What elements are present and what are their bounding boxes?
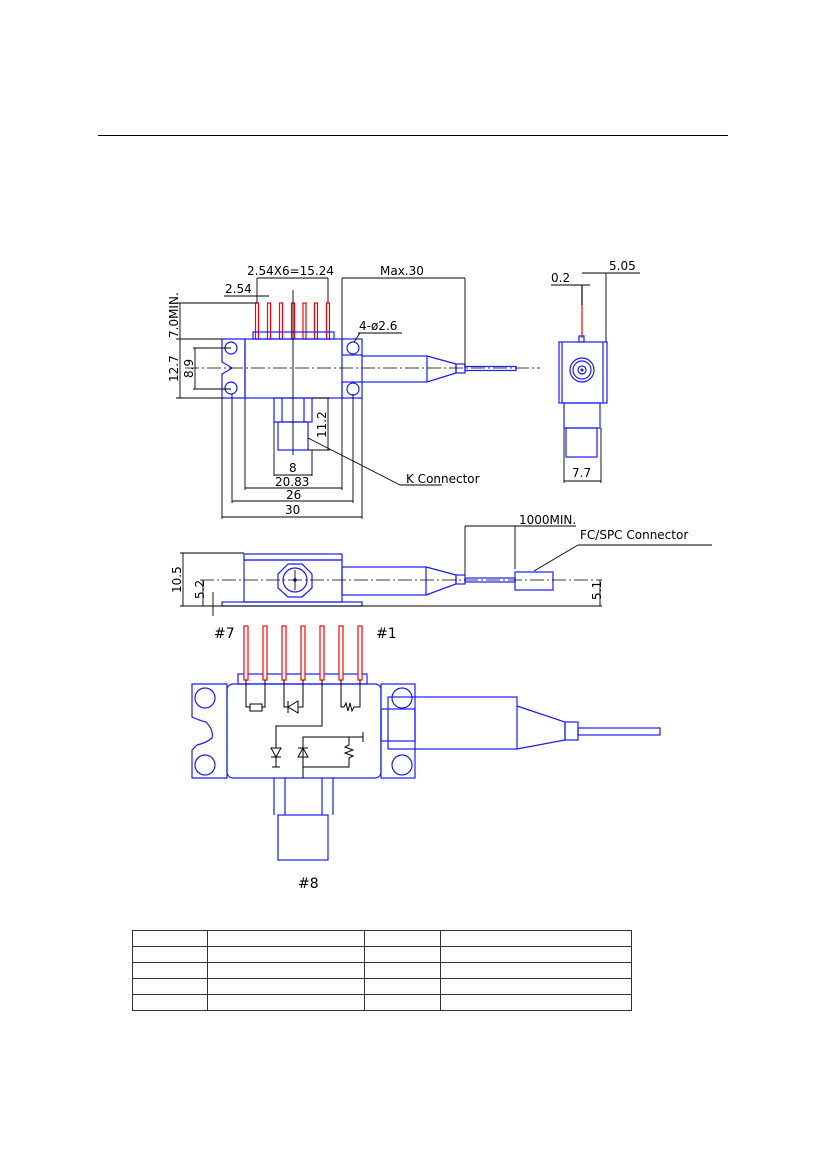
dim-end-width: 7.7 (572, 466, 591, 480)
pinout-view: #7 #1 #8 (191, 625, 661, 892)
dim-fiber-height: 5.1 (590, 581, 604, 600)
table-row (132, 994, 632, 1011)
dim-holes: 4-ø2.6 (359, 319, 397, 333)
pin8-label: #8 (298, 876, 319, 892)
dim-connector-width: 8 (289, 461, 297, 475)
dim-pitch: 2.54 (225, 282, 252, 296)
table-row (132, 930, 632, 947)
pin1-label: #1 (376, 626, 397, 642)
schematic-pins (243, 625, 363, 681)
dim-pin-length: 7.0MIN. (167, 292, 181, 338)
dim-hole-pitch: 26 (286, 488, 301, 502)
end-view: 7.7 5.05 0.2 (551, 259, 640, 483)
table-row (132, 978, 632, 995)
k-connector-label: K Connector (406, 472, 480, 486)
table-row (132, 962, 632, 979)
dim-pitch-total: 2.54X6=15.24 (247, 264, 334, 278)
dim-connector-depth: 11.2 (315, 411, 329, 438)
side-view: 10.5 5.2 5.1 1000MIN. FC/SPC Connector (170, 513, 712, 616)
pin7-label: #7 (214, 626, 235, 642)
dim-side-height: 10.5 (170, 566, 184, 593)
pin-assignment-table (132, 930, 632, 1011)
dim-max-length: Max.30 (380, 264, 424, 278)
fc-connector-label: FC/SPC Connector (580, 528, 688, 542)
top-pins (254, 302, 331, 340)
dim-height: 12.7 (167, 355, 181, 382)
dim-pin-position: 5.05 (609, 259, 636, 273)
top-view: 2.54X6=15.24 2.54 Max.30 7.0MIN. 12.7 8.… (167, 264, 540, 519)
table-row (132, 946, 632, 963)
dim-fiber-length: 1000MIN. (519, 513, 576, 527)
dim-pin-offset: 0.2 (551, 271, 570, 285)
header-rule (98, 135, 728, 136)
dim-body-width: 20.83 (275, 475, 309, 489)
dim-total-width: 30 (285, 503, 300, 517)
dim-axis-height: 5.2 (193, 580, 207, 599)
internal-circuit (245, 680, 364, 778)
dim-hole-spacing: 8.9 (182, 359, 196, 378)
